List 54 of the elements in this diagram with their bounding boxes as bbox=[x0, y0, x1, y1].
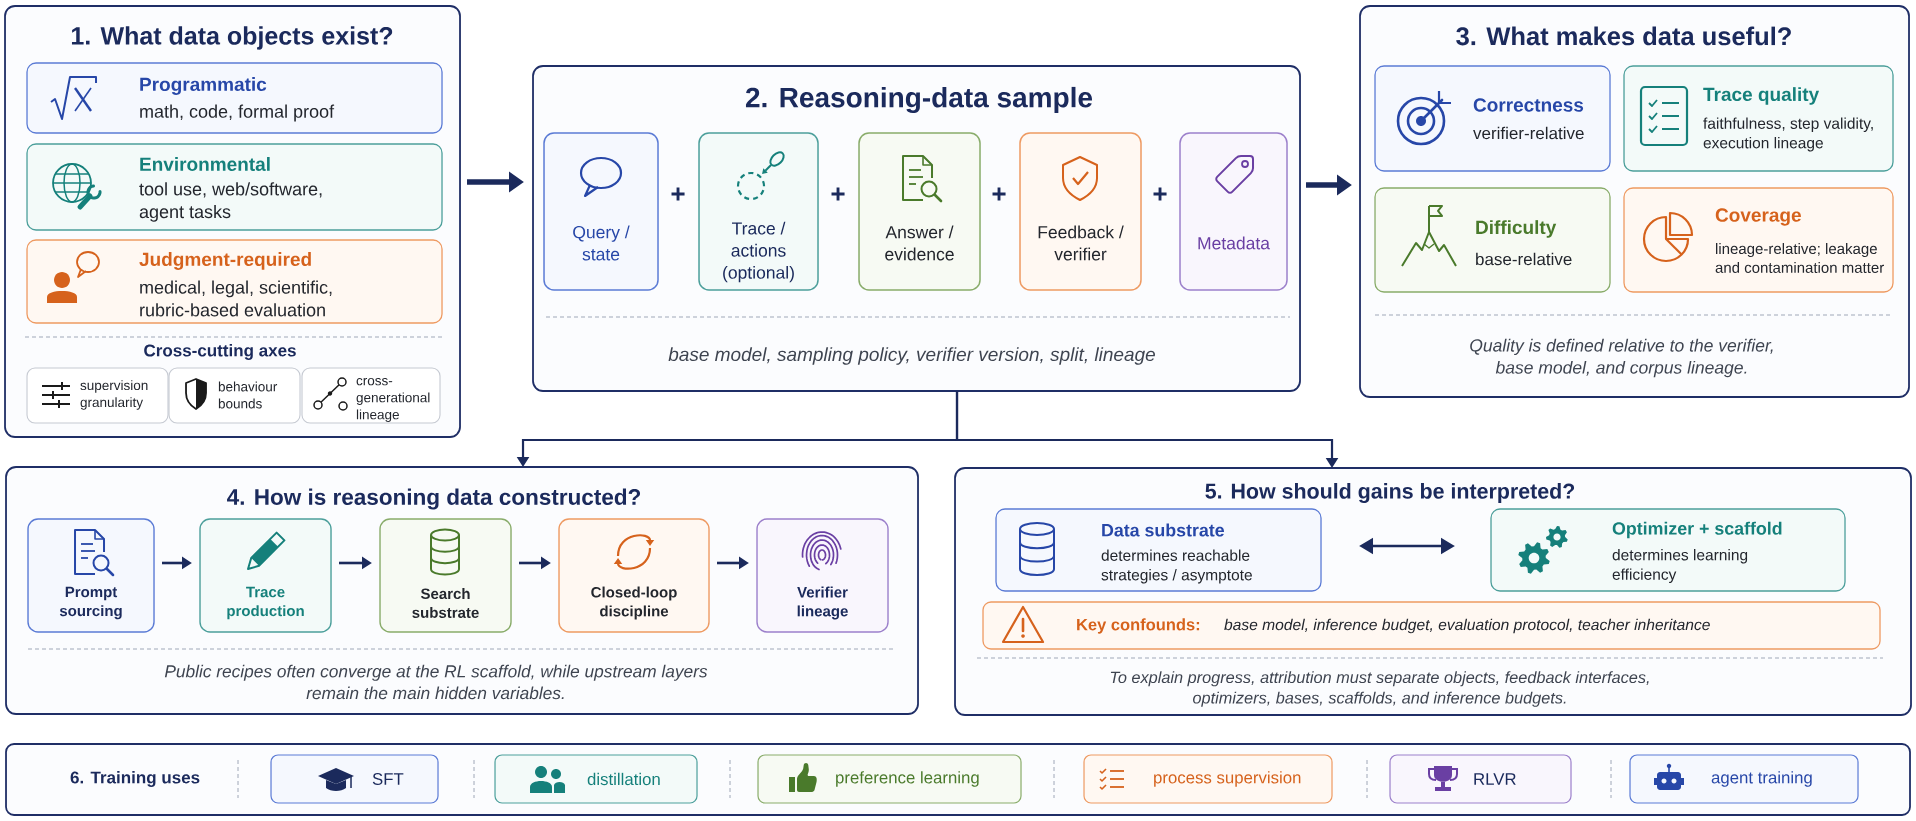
card-heading: Difficulty bbox=[1476, 220, 1557, 238]
section-heading: Cross-cutting axes bbox=[144, 344, 296, 360]
card-heading: Environmental bbox=[140, 157, 270, 171]
panel-title: 5. How should gains be interpreted? bbox=[1205, 483, 1575, 503]
step-box: Verifier lineage bbox=[756, 518, 889, 633]
plus-sign: + bbox=[992, 187, 1006, 201]
note-text: Quality is defined relative to the verifier, base model, and corpus lineage. bbox=[1470, 338, 1773, 378]
note-text: Public recipes often converge at the RL scaffold, while upstream layers remain the main hidden variables. bbox=[164, 664, 708, 700]
card-description: base-relative bbox=[1476, 252, 1572, 266]
plus-sign: + bbox=[831, 187, 845, 201]
component-box: Trace / actions (optional) bbox=[698, 132, 819, 291]
panel-title: 2. Reasoning-data sample bbox=[745, 86, 1093, 114]
card-description: math, code, formal proof bbox=[140, 104, 335, 122]
panel-title: 1. What data objects exist? bbox=[71, 26, 393, 50]
card-description: faithfulness, step validity, execution lineage bbox=[1703, 117, 1873, 152]
component-box: Feedback / verifier bbox=[1019, 132, 1142, 291]
note-text: base model, sampling policy, verifier version, split, lineage bbox=[668, 347, 1155, 365]
callout-text: base model, inference budget, evaluation protocol, teacher inheritance bbox=[1224, 618, 1710, 634]
note-text: To explain progress, attribution must separate objects, feedback interfaces, optimizers, bases, scaffolds, and inference budgets. bbox=[1110, 671, 1649, 707]
use-pill: agent training bbox=[1629, 754, 1859, 804]
step-box: Closed-loop discipline bbox=[558, 518, 710, 633]
card-description: lineage-relative; leakage and contamination matter bbox=[1715, 243, 1884, 273]
step-box: Search substrate bbox=[379, 518, 512, 633]
plus-sign: + bbox=[671, 187, 685, 201]
card-heading: Programmatic bbox=[140, 77, 267, 95]
card-heading: Coverage bbox=[1715, 208, 1801, 226]
card-description: tool use, web/software, agent tasks bbox=[139, 182, 322, 222]
card-heading: Judgment-required bbox=[139, 252, 311, 270]
use-pill: SFT bbox=[270, 754, 439, 804]
use-pill: process supervision bbox=[1083, 754, 1333, 804]
step-box: Prompt sourcing bbox=[27, 518, 155, 633]
card-heading: Optimizer + scaffold bbox=[1612, 521, 1782, 539]
component-box: Answer / evidence bbox=[858, 132, 981, 291]
plus-sign: + bbox=[1153, 187, 1167, 201]
step-box: Trace production bbox=[199, 518, 332, 633]
card-description: determines learning efficiency bbox=[1612, 549, 1748, 583]
card-description: verifier-relative bbox=[1473, 126, 1584, 140]
axis-box: cross-generational lineage bbox=[301, 367, 441, 424]
axis-box: supervision granularity bbox=[26, 367, 169, 424]
card-description: medical, legal, scientific, rubric-based evaluation bbox=[140, 280, 332, 317]
use-pill: distillation bbox=[494, 754, 698, 804]
axis-box: behaviour bounds bbox=[168, 367, 301, 424]
callout-heading: Key confounds: bbox=[1077, 618, 1200, 634]
use-pill: preference learning bbox=[757, 754, 1022, 804]
use-pill: RLVR bbox=[1389, 754, 1572, 804]
component-box: Query / state bbox=[543, 132, 659, 291]
panel-title: 4. How is reasoning data constructed? bbox=[227, 488, 641, 510]
card-heading: Trace quality bbox=[1703, 87, 1820, 105]
card-description: determines reachable strategies / asymptote bbox=[1101, 549, 1252, 584]
card-heading: Data substrate bbox=[1102, 523, 1224, 537]
component-box: Metadata bbox=[1179, 132, 1288, 291]
panel-title: 6. Training uses bbox=[70, 771, 200, 787]
panel-title: 3. What makes data useful? bbox=[1456, 26, 1791, 46]
card-heading: Correctness bbox=[1473, 98, 1584, 112]
